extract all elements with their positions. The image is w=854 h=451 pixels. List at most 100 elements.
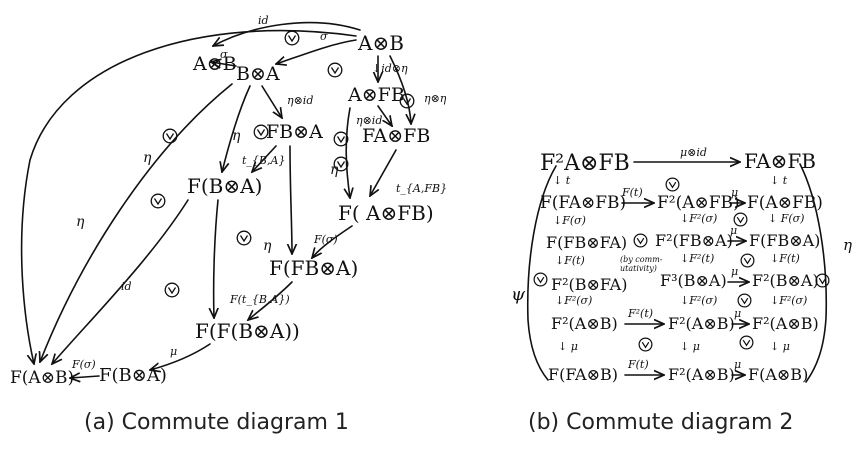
nabla-mark <box>740 253 755 268</box>
label-mu-r1: μ <box>731 186 738 199</box>
label-f-t-left: ↓F(t) <box>555 254 585 267</box>
label-f-sigma: ↓F(σ) <box>553 214 586 227</box>
node-f-fb-tensor-a: F(FB⊗A) <box>269 256 358 280</box>
node-f-a-tensor-fb: F( A⊗FB) <box>338 201 434 225</box>
label-eta-id: η⊗id <box>287 94 313 107</box>
label-mu-r5: μ <box>734 358 741 371</box>
node-a-tensor-fb: A⊗FB <box>347 84 405 106</box>
arrow-eta-eta <box>389 55 411 124</box>
d2-node-r2c1: F²(FB⊗A) <box>655 231 733 250</box>
caption-b: (b) Commute diagram 2 <box>528 410 794 435</box>
left-bracket <box>526 165 557 381</box>
d2-node-r4c0: F²(A⊗B) <box>551 314 618 333</box>
arrow-eta-id-2 <box>377 105 392 126</box>
nabla-mark <box>333 131 349 147</box>
arrow-eta-id-1 <box>261 85 282 118</box>
nabla-mark <box>633 233 648 248</box>
nabla-mark <box>236 230 252 246</box>
diagram-1: A⊗B A⊗B B⊗A A⊗FB FB⊗A FA⊗FB F(B⊗A) F( A⊗… <box>10 14 447 388</box>
label-id: id <box>258 14 269 27</box>
right-bracket <box>799 163 828 383</box>
label-psi: ψ <box>511 284 526 305</box>
d2-node-r0c2: FA⊗FB <box>744 149 816 173</box>
label-mu-right: ↓ μ <box>770 340 790 353</box>
d2-node-r4c1: F²(A⊗B) <box>668 314 735 333</box>
commute-diagram-figure: A⊗B A⊗B B⊗A A⊗FB FB⊗A FA⊗FB F(B⊗A) F( A⊗… <box>10 14 852 388</box>
d2-node-r3c0: F²(B⊗FA) <box>551 275 627 294</box>
label-mu-r2: μ <box>730 224 737 237</box>
label-eta-right: η <box>843 236 852 254</box>
caption-a: (a) Commute diagram 1 <box>84 410 349 435</box>
nabla-mark <box>737 293 752 308</box>
label-sigma-2: σ <box>220 48 228 61</box>
arrow-eta-fb-a <box>290 145 292 254</box>
arrow-eta-a-fb <box>346 107 350 198</box>
nabla-mark <box>733 212 748 227</box>
d2-node-r3c2: F²(B⊗A) <box>752 271 819 290</box>
node-fb-tensor-a: FB⊗A <box>266 121 323 143</box>
arrow-t-ba <box>252 145 277 172</box>
nabla-mark <box>665 177 680 192</box>
d2-node-r0c0: F²A⊗FB <box>540 151 630 176</box>
d2-node-r1c0: F(FA⊗FB) <box>540 193 626 213</box>
label-t-ba: t_{B,A} <box>242 154 285 167</box>
label-eta-5: η <box>263 238 272 254</box>
label-eta-eta: η⊗η <box>424 92 447 105</box>
label-id-bottom: id <box>121 280 132 293</box>
node-b-tensor-a: B⊗A <box>236 63 280 85</box>
nabla-mark <box>162 128 178 144</box>
label-f2-sigma: ↓F²(σ) <box>680 212 717 225</box>
nabla-mark <box>533 272 548 287</box>
nabla-mark <box>739 335 754 350</box>
label-eta-4: η <box>330 162 339 178</box>
label-f2-sigma-left: ↓F²(σ) <box>555 294 592 307</box>
label-f-t-bottom: F(t) <box>627 358 649 371</box>
arrow-id-top <box>213 21 361 46</box>
nabla-mark <box>284 30 300 46</box>
label-by-comm-2: utativity) <box>620 264 657 273</box>
arrow-sigma-2 <box>211 62 237 66</box>
node-a-tensor-b-top: A⊗B <box>357 31 404 55</box>
label-eta-left: η <box>76 214 85 230</box>
diagram-2: F²A⊗FB FA⊗FB μ⊗id ↓ t ↓ t F(FA⊗FB) F²(A⊗… <box>511 146 852 384</box>
label-eta-id-2: η⊗id <box>356 114 382 127</box>
label-f2-sigma-right: ↓F²(σ) <box>770 294 807 307</box>
label-mu-r4: μ <box>734 307 741 320</box>
label-f-sigma-right: ↓ F(σ) <box>768 212 804 225</box>
arrow-f-sigma-bottom <box>70 376 100 378</box>
label-f2-sigma-mid: ↓F²(σ) <box>680 294 717 307</box>
arrow-id-bottom <box>52 199 189 364</box>
nabla-mark <box>638 337 653 352</box>
arrow-f-t-ba <box>248 281 293 320</box>
label-f2-t-bottom: F²(t) <box>627 307 653 320</box>
label-f2-t: ↓F²(t) <box>680 252 714 265</box>
d2-node-r2c0: F(FB⊗FA) <box>546 233 627 252</box>
label-id-eta: ↓id⊗η <box>372 62 408 75</box>
label-f-t-ba: F(t_{B,A}) <box>229 293 290 306</box>
d2-node-r5c1: F²(A⊗B) <box>668 365 735 384</box>
label-sigma-1: σ <box>320 30 328 43</box>
node-fa-tensor-fb: FA⊗FB <box>362 125 430 147</box>
arrow-eta-outer <box>20 29 357 364</box>
label-eta-2: η <box>143 150 152 166</box>
label-f-t: F(t) <box>621 186 643 199</box>
label-t-left: ↓ t <box>553 174 571 187</box>
d2-node-r2c2: F(FB⊗A) <box>749 231 820 250</box>
nabla-mark <box>150 193 166 209</box>
d2-node-r3c1: F³(B⊗A) <box>660 271 727 290</box>
d2-node-r1c2: F(A⊗FB) <box>747 193 823 213</box>
nabla-mark <box>327 62 343 78</box>
label-f-sigma-bottom: F(σ) <box>71 358 96 371</box>
d2-node-r4c2: F²(A⊗B) <box>752 314 819 333</box>
arrow-t-afb <box>370 149 397 196</box>
label-mu: μ <box>170 345 177 358</box>
arrow-sigma-1 <box>276 39 357 64</box>
arrow-mu <box>150 343 211 370</box>
label-mu-mid: ↓ μ <box>680 340 700 353</box>
arrow-f-sigma-mid <box>312 225 353 258</box>
d2-node-r1c1: F²(A⊗FB) <box>657 193 740 213</box>
d2-node-r5c2: F(A⊗B) <box>748 365 808 384</box>
nabla-mark <box>164 282 180 298</box>
label-f-sigma-mid: F(σ) <box>313 233 338 246</box>
d2-node-r5c0: F(FA⊗B) <box>548 365 618 384</box>
